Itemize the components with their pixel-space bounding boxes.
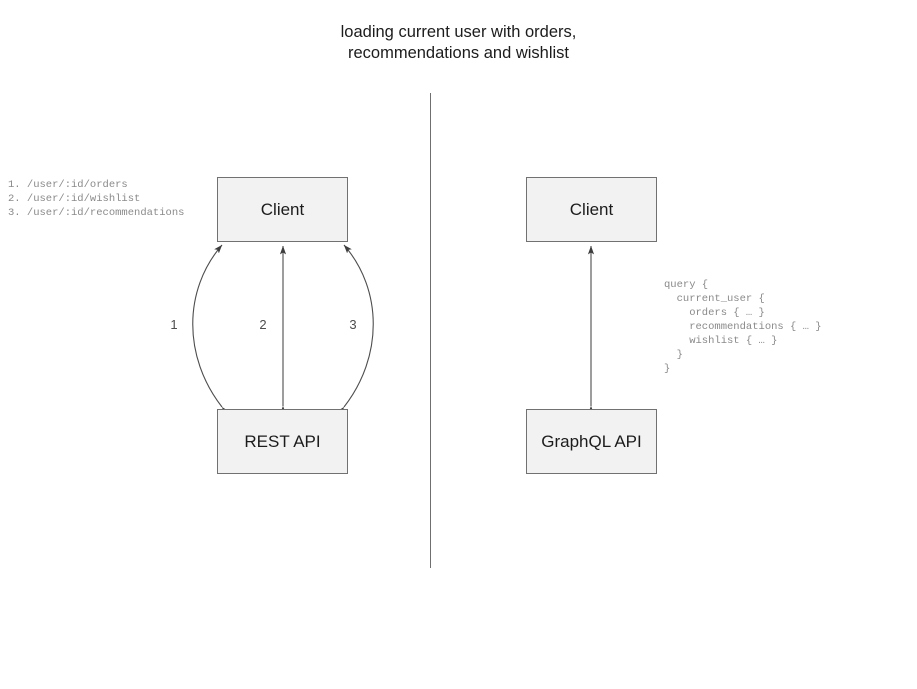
rest-edge-label-1: 1 bbox=[170, 317, 178, 332]
node-rest-api[interactable]: REST API bbox=[217, 409, 348, 474]
rest-edge-label-3: 3 bbox=[349, 317, 357, 332]
rest-endpoint-list: 1. /user/:id/orders 2. /user/:id/wishlis… bbox=[8, 179, 185, 219]
vertical-divider bbox=[430, 93, 431, 568]
page-title: loading current user with orders, recomm… bbox=[340, 23, 577, 62]
node-rest-client[interactable]: Client bbox=[217, 177, 348, 242]
rest-edge-1-path bbox=[192, 244, 230, 416]
node-graphql-client[interactable]: Client bbox=[526, 177, 657, 242]
node-graphql-api[interactable]: GraphQL API bbox=[526, 409, 657, 474]
graphql-query-snippet: query { current_user { orders { … } reco… bbox=[664, 279, 822, 375]
rest-edge-label-2: 2 bbox=[259, 317, 267, 332]
